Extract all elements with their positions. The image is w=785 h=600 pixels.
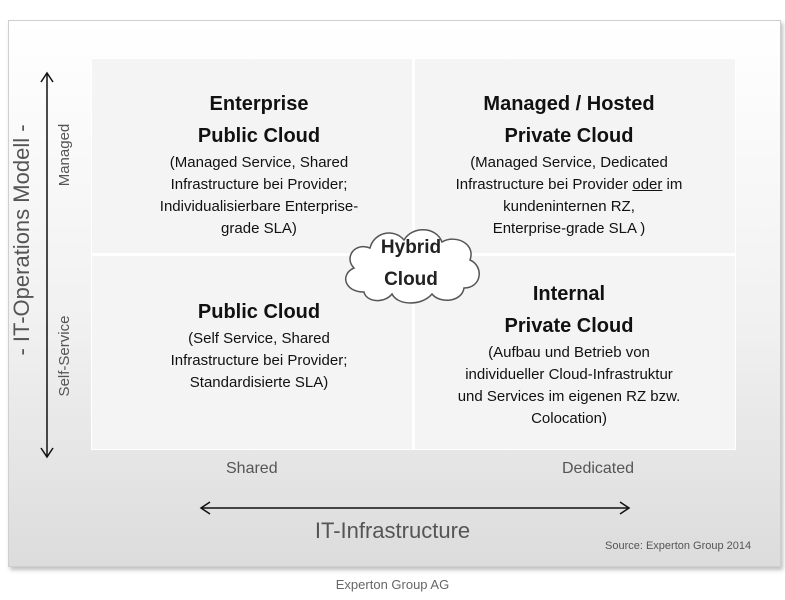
quadrant-description: Standardisierte SLA) — [189, 374, 329, 391]
y-axis-title: - IT-Operations Modell - — [9, 124, 34, 356]
quadrant-description: Infrastructure bei Provider oder im — [410, 174, 728, 196]
description-text: Infrastructure bei Provider — [455, 176, 633, 193]
quadrant-title: Enterprise — [209, 93, 309, 115]
x-axis-title: IT-Infrastructure — [314, 518, 471, 543]
quadrant-title: Managed / Hosted — [483, 93, 655, 115]
footer-caption: Experton Group AG — [335, 577, 450, 592]
quadrant-description: (Self Service, Shared — [188, 330, 330, 347]
quadrant-public-cloud: Public Cloud (Self Service, Shared Infra… — [100, 296, 418, 394]
quadrant-description: Infrastructure bei Provider; — [170, 176, 348, 193]
hybrid-cloud-label: Hybrid Cloud — [336, 232, 486, 296]
underlined-word: oder — [632, 176, 663, 193]
quadrant-description: Individualisierbare Enterprise- — [159, 198, 359, 215]
y-axis-label-self-service: Self-Service — [56, 315, 73, 397]
quadrant-title: Private Cloud — [504, 315, 634, 337]
x-axis-label-dedicated: Dedicated — [562, 460, 635, 477]
hybrid-cloud-line: Cloud — [384, 269, 438, 290]
source-note: Source: Experton Group 2014 — [605, 540, 752, 552]
quadrant-description: Enterprise-grade SLA ) — [492, 220, 646, 237]
horizontal-axis-arrow — [199, 501, 631, 515]
quadrant-description: Colocation) — [531, 410, 607, 427]
quadrant-description: (Managed Service, Shared — [169, 154, 349, 171]
y-axis-label-managed: Managed — [56, 123, 73, 187]
quadrant-description: Infrastructure bei Provider; — [170, 352, 348, 369]
vertical-axis-arrow — [40, 71, 54, 459]
quadrant-description: und Services im eigenen RZ bzw. — [457, 388, 681, 405]
quadrant-title: Public Cloud — [197, 125, 321, 147]
quadrant-description: (Managed Service, Dedicated — [470, 154, 668, 171]
quadrant-description: kundeninternen RZ, — [503, 198, 635, 215]
hybrid-cloud-line: Hybrid — [380, 237, 442, 258]
quadrant-description: (Aufbau und Betrieb von — [488, 344, 650, 361]
quadrant-title: Private Cloud — [504, 125, 634, 147]
quadrant-description: individueller Cloud-Infrastruktur — [465, 366, 673, 383]
hybrid-cloud-icon — [344, 229, 480, 304]
description-text: im — [662, 176, 683, 193]
quadrant-managed-hosted-private-cloud: Managed / Hosted Private Cloud (Managed … — [410, 88, 728, 240]
quadrant-title: Public Cloud — [197, 301, 321, 323]
x-axis-label-shared: Shared — [226, 460, 278, 477]
quadrant-enterprise-public-cloud: Enterprise Public Cloud (Managed Service… — [100, 88, 418, 240]
grid-border — [91, 58, 736, 450]
quadrant-description: grade SLA) — [221, 220, 297, 237]
quadrant-title: Internal — [532, 283, 606, 305]
quadrant-internal-private-cloud: Internal Private Cloud (Aufbau und Betri… — [410, 278, 728, 430]
